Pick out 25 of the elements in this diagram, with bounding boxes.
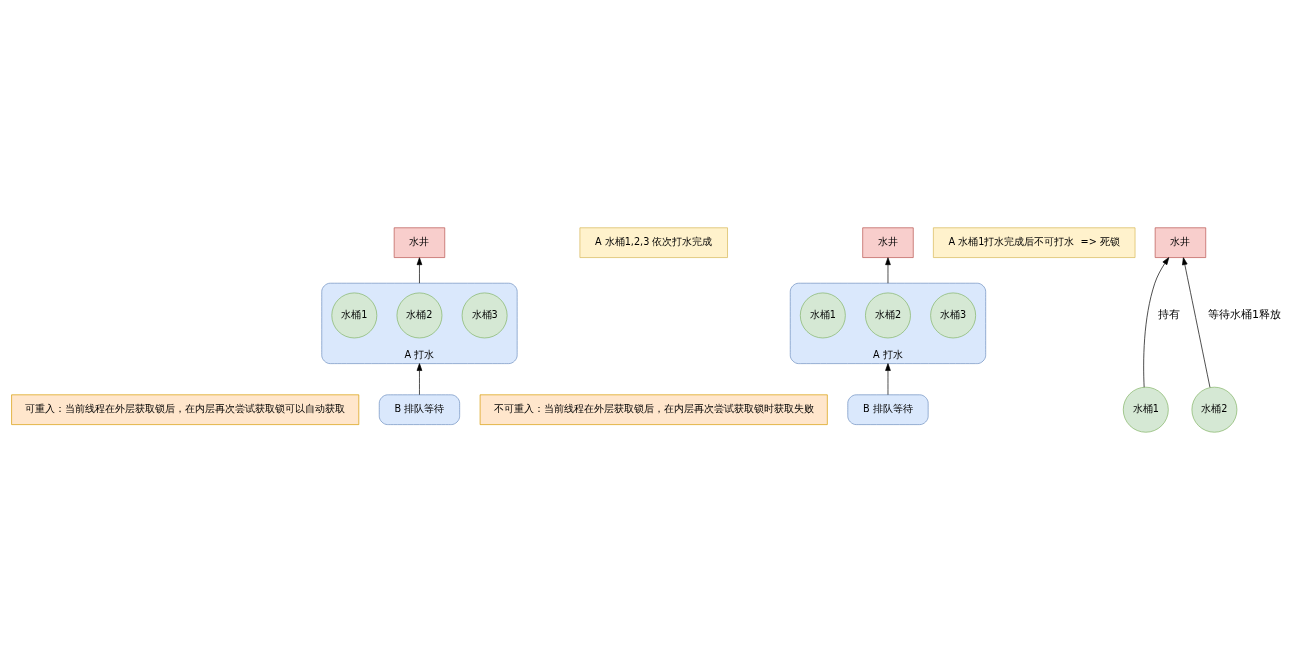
node-box: 水井	[393, 226, 446, 258]
arrow	[885, 362, 891, 395]
node-circle: 水桶3	[461, 292, 508, 338]
node-box: 可重入：当前线程在外层获取锁后，在内层再次尝试获取锁可以自动获取	[11, 393, 360, 425]
node-box: 不可重入：当前线程在外层获取锁后，在内层再次尝试获取锁时获取失败	[479, 393, 828, 425]
arrow	[1143, 256, 1170, 388]
arrow	[416, 362, 423, 395]
node-circle: 水桶2	[865, 292, 911, 338]
node-circle: 水桶1	[799, 292, 846, 338]
edge-label: 持有	[1158, 307, 1181, 321]
node-circle: 水桶3	[930, 292, 976, 338]
node-box: A 水桶1打水完成后不可打水 => 死锁	[933, 226, 1136, 258]
node-box: B 排队等待	[847, 393, 929, 425]
arrow	[416, 256, 423, 284]
node-circle: 水桶1	[331, 292, 378, 338]
arrow	[1182, 256, 1211, 388]
node-box: 水井	[1154, 226, 1207, 258]
arrow	[885, 256, 891, 284]
node-circle: 水桶2	[396, 292, 443, 338]
node-box: A 水桶1,2,3 依次打水完成	[579, 226, 728, 258]
edge-label: 等待水桶1释放	[1208, 307, 1282, 321]
node-box: B 排队等待	[378, 393, 460, 425]
node-circle: 水桶1	[1122, 386, 1169, 433]
node-circle: 水桶2	[1191, 386, 1238, 433]
node-box: 水井	[862, 226, 914, 258]
